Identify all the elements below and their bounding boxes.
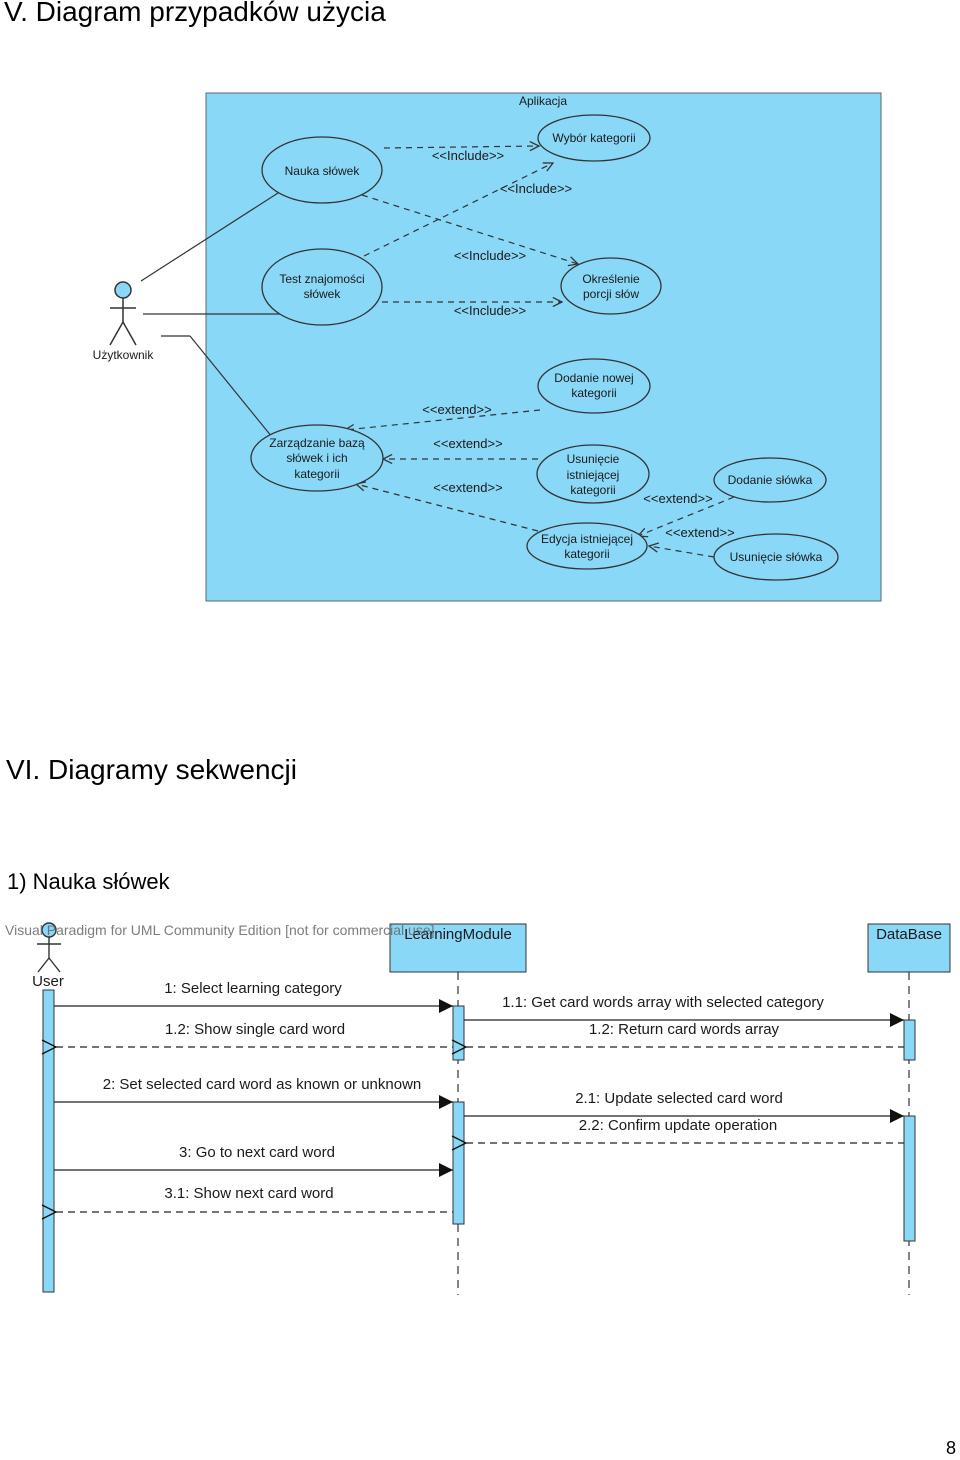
message-label-1-1: 1.1: Get card words array with selected … — [502, 994, 824, 1011]
uc-dodanie-slowka-line1: Dodanie słówka — [728, 473, 813, 487]
use-case-usuniecie-kategorii — [536, 444, 650, 504]
activation-database-2 — [903, 1115, 916, 1242]
message-label-1: 1: Select learning category — [164, 980, 342, 997]
stereotype-extend-4: <<extend>> — [643, 491, 712, 506]
activation-database-1 — [903, 1019, 916, 1061]
associations — [140, 192, 280, 438]
uc-edycja-line1: Edycja istniejącej — [541, 532, 633, 546]
lifeline-learning-head — [389, 923, 527, 973]
watermark: Visual Paradigm for UML Community Editio… — [5, 922, 435, 938]
uc-test-line1: Test znajomości — [279, 272, 364, 286]
uc-okreslenie-line1: Określenie — [582, 272, 640, 286]
uc-usuniecie-kat-line2: istniejącej — [567, 468, 620, 482]
use-case-dodanie-slowka — [713, 457, 827, 503]
use-case-test-znajomosci — [261, 248, 383, 326]
actor-user — [109, 281, 137, 346]
stereotype-extend-3: <<extend>> — [433, 480, 502, 495]
stereotype-include-3: <<Include>> — [454, 248, 526, 263]
stereotype-extend-5: <<extend>> — [665, 525, 734, 540]
stereotype-include-1: <<Include>> — [432, 148, 504, 163]
use-case-usuniecie-slowka — [713, 533, 839, 581]
page-number: 8 — [945, 1438, 956, 1458]
uc-nauka-line1: Nauka słówek — [285, 164, 361, 178]
message-label-1-2-show: 1.2: Show single card word — [165, 1021, 345, 1038]
stereotype-include-2: <<Include>> — [500, 181, 572, 196]
uc-zarzadzanie-line1: Zarządzanie bazą — [269, 436, 365, 450]
stereotype-include-4: <<Include>> — [454, 303, 526, 318]
stereotype-extend-2: <<extend>> — [433, 436, 502, 451]
lifeline-database-label: DataBase — [876, 926, 942, 943]
section-heading-sequence: VI. Diagramy sekwencji — [6, 754, 297, 785]
message-label-3: 3: Go to next card word — [179, 1144, 335, 1161]
use-case-dodanie-kategorii — [537, 358, 651, 414]
stereotype-extend-1: <<extend>> — [422, 402, 491, 417]
actor-user-seq — [37, 922, 61, 973]
uc-wybor-line1: Wybór kategorii — [552, 131, 635, 145]
uc-edycja-line2: kategorii — [564, 547, 609, 561]
uc-okreslenie-line2: porcji słów — [583, 287, 639, 301]
lifeline-user-label: User — [32, 973, 64, 990]
activation-learning-1 — [452, 1005, 465, 1061]
uc-dodanie-kat-line2: kategorii — [571, 386, 616, 400]
message-label-1-2-return: 1.2: Return card words array — [589, 1021, 780, 1038]
uc-dodanie-kat-line1: Dodanie nowej — [554, 371, 633, 385]
use-case-nauka-slowek — [261, 136, 383, 204]
relationships — [345, 146, 735, 558]
section-heading-use-case: V. Diagram przypadków użycia — [4, 0, 386, 27]
lifeline-database-head — [867, 923, 951, 973]
actor-label: Użytkownik — [93, 348, 155, 362]
lifeline-learning-label: LearningModule — [404, 926, 512, 943]
message-label-3-1: 3.1: Show next card word — [164, 1185, 333, 1202]
use-case-diagram: Aplikacja Użytkownik — [93, 92, 882, 602]
uc-zarzadzanie-line3: kategorii — [294, 467, 339, 481]
use-case-zarzadzanie-baza — [250, 424, 384, 492]
activation-learning-2 — [452, 1101, 465, 1225]
use-case-okreslenie-porcji — [560, 257, 662, 315]
use-case-wybor-kategorii — [537, 114, 651, 162]
activation-user — [42, 989, 55, 1293]
uc-usuniecie-kat-line1: Usunięcie — [567, 452, 620, 466]
sequence-diagram: User LearningModule DataBase Visual Para… — [5, 922, 951, 1295]
message-label-2-1: 2.1: Update selected card word — [575, 1090, 783, 1107]
subsection-heading: 1) Nauka słówek — [7, 869, 170, 894]
uc-usuniecie-slowka-line1: Usunięcie słówka — [730, 550, 823, 564]
use-case-edycja-kategorii — [526, 522, 648, 570]
message-label-2: 2: Set selected card word as known or un… — [103, 1076, 422, 1093]
uc-test-line2: słówek — [304, 287, 342, 301]
system-name: Aplikacja — [519, 94, 567, 108]
uc-zarzadzanie-line2: słówek i ich — [286, 451, 347, 465]
message-label-2-2: 2.2: Confirm update operation — [579, 1117, 777, 1134]
uc-usuniecie-kat-line3: kategorii — [570, 483, 615, 497]
